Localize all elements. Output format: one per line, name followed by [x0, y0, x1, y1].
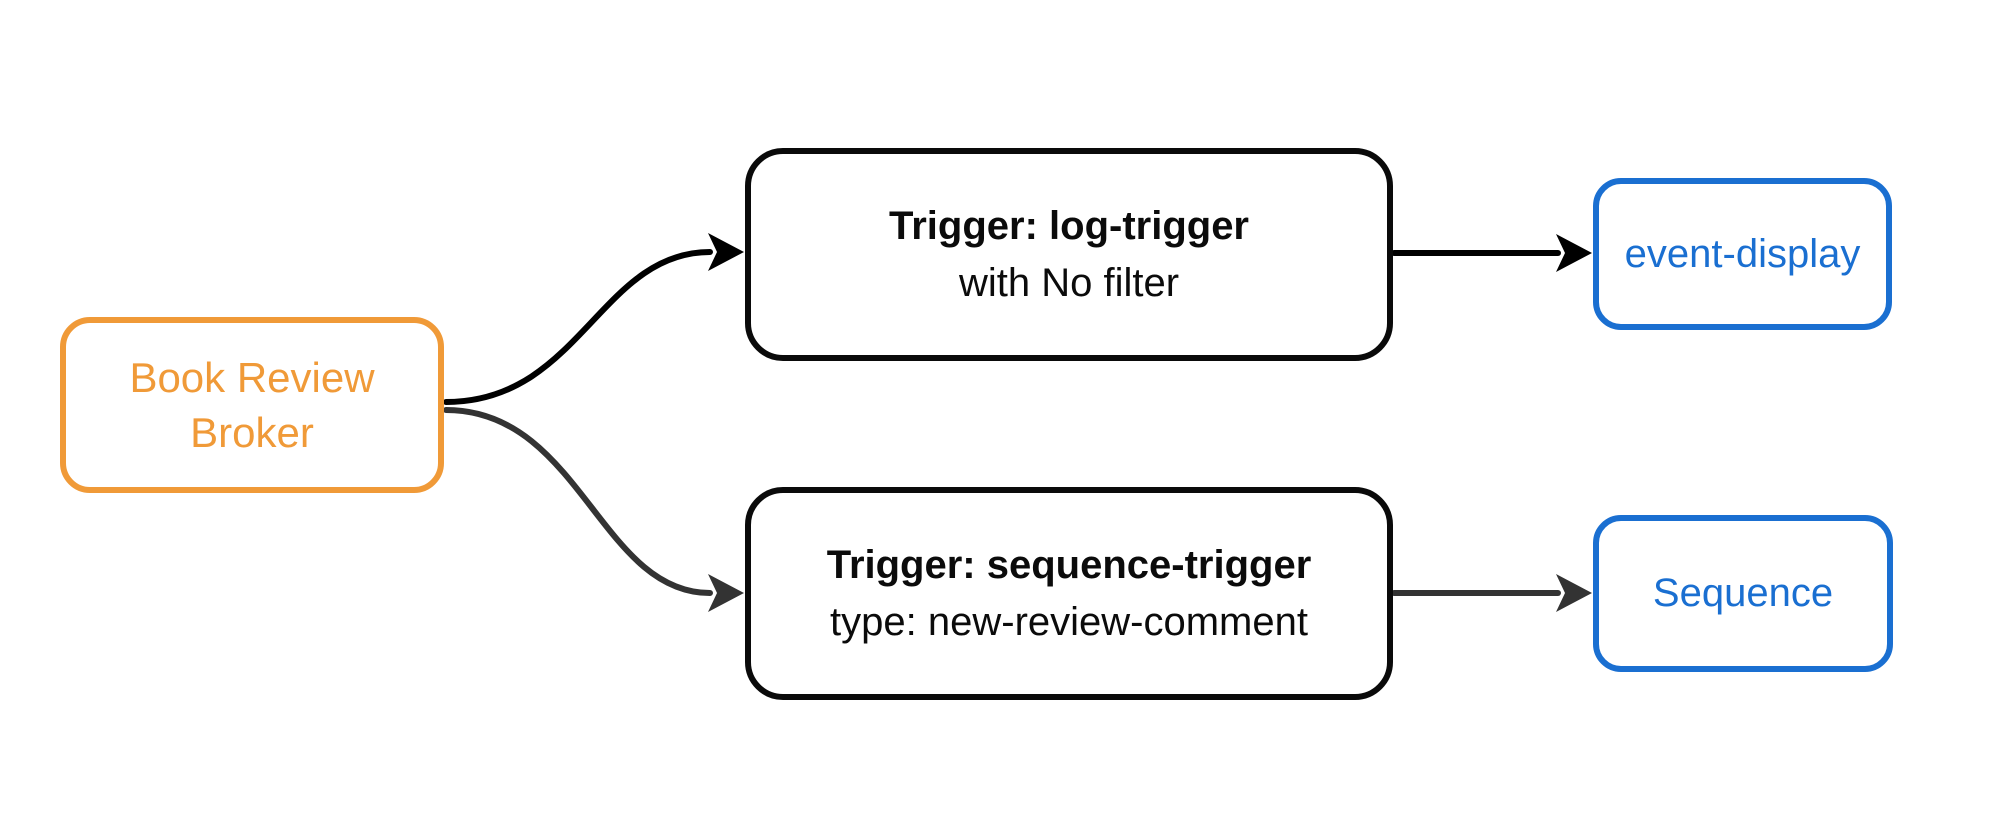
node-sequence: Sequence [1593, 515, 1893, 672]
trigger-title: Trigger: log-trigger [889, 203, 1249, 248]
edge-broker-to-sequence-trigger [443, 407, 744, 612]
node-sequence-trigger: Trigger: sequence-trigger type: new-revi… [745, 487, 1393, 700]
trigger-subtitle: type: new-review-comment [830, 599, 1308, 644]
edge-broker-to-log-trigger [443, 233, 744, 405]
node-label: Sequence [1652, 571, 1834, 615]
node-label-line: Book Review [129, 353, 375, 401]
node-event-display: event-display [1593, 178, 1892, 330]
node-label-line: Broker [190, 409, 314, 456]
trigger-subtitle: with No filter [958, 260, 1180, 305]
trigger-title: Trigger: sequence-trigger [826, 542, 1312, 587]
node-label: event-display [1624, 231, 1861, 276]
node-book-review-broker: Book Review Broker [60, 317, 444, 493]
node-log-trigger: Trigger: log-trigger with No filter [745, 148, 1393, 361]
